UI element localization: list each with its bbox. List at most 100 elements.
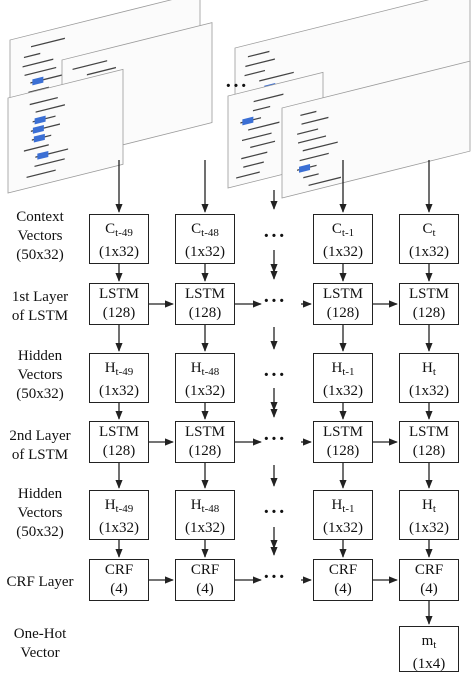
node-dimension: (1x32): [409, 244, 449, 260]
row-label-line: Hidden: [17, 348, 63, 364]
node-subscript: t: [433, 639, 437, 651]
document-text-line: [242, 132, 272, 142]
node-dimension: (128): [188, 443, 222, 459]
document-text-line: [248, 121, 280, 131]
document-text-line: [301, 116, 329, 125]
document-text-line: [299, 152, 329, 162]
document-text-line: [30, 37, 65, 48]
node-dimension: (128): [188, 305, 222, 321]
node-subscript: t-1: [342, 366, 355, 378]
hidden-vector-1-t-48: Ht-48 (1x32): [175, 353, 235, 403]
lstm1-cell-t: LSTM(128): [399, 283, 459, 325]
node-label: Ht-48: [190, 360, 220, 378]
row-label-line: Context: [16, 209, 64, 225]
node-label: Ht: [422, 360, 436, 378]
node-dimension: (1x32): [99, 383, 139, 399]
node-dimension: (1x32): [185, 520, 225, 536]
node-dimension: (128): [102, 305, 136, 321]
row-label-line: CRF Layer: [6, 574, 74, 590]
node-label: LSTM: [98, 424, 139, 440]
node-label: LSTM: [322, 424, 363, 440]
context-vector-t-49: Ct-49(1x32): [89, 214, 149, 264]
node-label: LSTM: [408, 424, 449, 440]
hidden-vector-2-t-49: Ht-49 (1x32): [89, 490, 149, 540]
node-label: LSTM: [322, 286, 363, 302]
document-text-line: [22, 58, 54, 68]
row-label-line: of LSTM: [11, 308, 69, 324]
lstm2-cell-t: LSTM(128): [399, 421, 459, 463]
node-label: CRF: [104, 562, 134, 578]
row-label-line: (50x32): [16, 524, 64, 540]
row-label-lstm-layer-2: 2nd Layer of LSTM: [0, 427, 80, 465]
row-label-one-hot-vector: One-Hot Vector: [0, 625, 80, 663]
ellipsis-documents: ···: [225, 75, 249, 97]
node-subscript: t-48: [201, 366, 220, 378]
lstm2-cell-t-49: LSTM (128): [89, 421, 149, 463]
hidden-vector-1-t-49: Ht-49(1x32): [89, 353, 149, 403]
row-label-hidden-vectors-1: Hidden Vectors (50x32): [0, 347, 80, 404]
node-subscript: t: [432, 366, 436, 378]
hidden-vector-2-t-1: Ht-1(1x32): [313, 490, 373, 540]
row-label-line: Vector: [20, 645, 60, 661]
lstm2-cell-t-48: LSTM (128): [175, 421, 235, 463]
row-label-line: Hidden: [17, 486, 63, 502]
row-label-context-vectors: Context Vectors (50x32): [0, 208, 80, 265]
document-text-line: [26, 169, 56, 179]
node-dimension: (1x32): [409, 520, 449, 536]
node-label: CRF: [414, 562, 444, 578]
output-one-hot-vector: mt(1x4): [399, 626, 459, 672]
node-dimension: (1x32): [99, 520, 139, 536]
document-text-line: [241, 151, 268, 160]
document-text-line: [29, 96, 58, 106]
row-label-line: One-Hot: [13, 626, 67, 642]
row-label-line: Vectors: [17, 228, 63, 244]
document-text-line: [34, 158, 65, 168]
document-text-line: [28, 86, 49, 94]
node-subscript: t-48: [201, 227, 219, 239]
node-subscript: t: [432, 503, 436, 515]
row-label-line: 1st Layer: [11, 289, 69, 305]
row-label-line: Vectors: [17, 367, 63, 383]
row-label-line: (50x32): [16, 386, 64, 402]
node-dimension: (4): [110, 581, 128, 597]
ellipsis-lstm2-cell: ···: [263, 428, 287, 450]
highlighted-token: [32, 125, 44, 134]
lstm1-cell-t-49: LSTM(128): [89, 283, 149, 325]
node-label: LSTM: [408, 286, 449, 302]
crf-cell-t-48: CRF(4): [175, 559, 235, 601]
crf-cell-t: CRF(4): [399, 559, 459, 601]
node-subscript: t-48: [201, 503, 220, 515]
document-text-line: [243, 161, 264, 168]
node-label: Ct: [422, 221, 436, 239]
row-label-line: of LSTM: [11, 447, 69, 463]
document-text-line: [236, 171, 260, 179]
row-label-lstm-layer-1: 1st Layer of LSTM: [0, 288, 80, 326]
document-text-line: [72, 60, 108, 71]
document-text-line: [35, 104, 65, 113]
node-label: Ct-48: [191, 221, 219, 239]
node-dimension: (1x32): [185, 383, 225, 399]
row-label-hidden-vectors-2: Hidden Vectors (50x32): [0, 485, 80, 542]
node-dimension: (1x32): [323, 383, 363, 399]
node-subscript: t-49: [115, 503, 134, 515]
node-dimension: (4): [334, 581, 352, 597]
document-text-line: [298, 135, 327, 144]
highlighted-token: [32, 76, 44, 86]
document-text-line: [252, 105, 271, 112]
node-dimension: (128): [326, 443, 360, 459]
node-label: Ht-49: [104, 497, 134, 515]
node-label: LSTM: [184, 424, 225, 440]
ellipsis-lstm1-cell: ···: [263, 290, 287, 312]
node-dimension: (128): [102, 443, 136, 459]
node-dimension: (1x4): [412, 656, 446, 672]
highlighted-token: [33, 133, 45, 143]
highlighted-token: [242, 116, 254, 126]
row-label-crf-layer: CRF Layer: [0, 573, 80, 592]
node-dimension: (128): [326, 305, 360, 321]
node-dimension: (1x32): [323, 520, 363, 536]
node-dimension: (1x32): [409, 383, 449, 399]
node-label: Ht: [422, 497, 436, 515]
hidden-vector-1-t: Ht (1x32): [399, 353, 459, 403]
highlighted-token: [37, 150, 49, 160]
